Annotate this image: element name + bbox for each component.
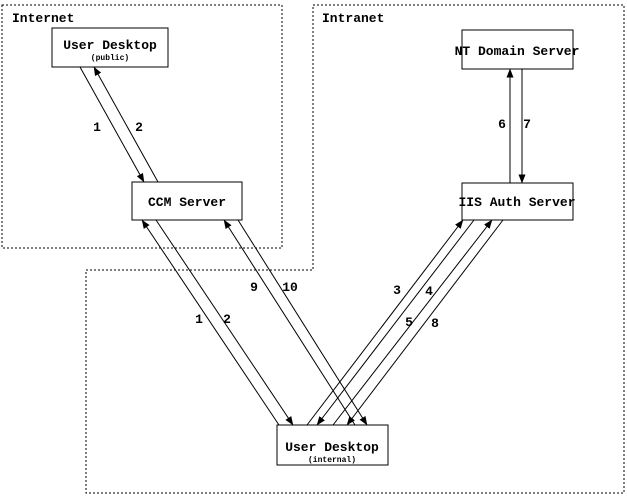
- internet-zone-label: Internet: [12, 11, 74, 26]
- edge-line: [141, 219, 280, 426]
- edge-label: 3: [393, 283, 401, 298]
- edge-4-iis-to-internal: 4: [316, 219, 475, 426]
- node-user-desktop-public: User Desktop (public): [51, 27, 169, 68]
- ccm-server-label: CCM Server: [148, 195, 226, 210]
- edge-line: [155, 219, 294, 426]
- edge-line: [346, 219, 504, 426]
- edge-line: [237, 219, 368, 426]
- edge-9-internal-to-ccm: 9: [223, 219, 356, 426]
- edge-label: 1: [195, 312, 203, 327]
- edge-line: [93, 66, 159, 183]
- user-desktop-public-label: User Desktop: [63, 38, 157, 53]
- edge-label: 2: [135, 120, 143, 135]
- ccm-server-box: [131, 181, 243, 221]
- edge-2-ccm-to-internal: 2: [155, 219, 294, 426]
- edges: 1 2 1 2 9 10 3 4: [79, 66, 531, 426]
- user-desktop-public-box: [51, 27, 169, 68]
- user-desktop-public-sublabel: (public): [91, 54, 129, 63]
- edge-label: 8: [431, 316, 439, 331]
- edge-2-ccm-to-public: 2: [93, 66, 159, 183]
- edge-label: 2: [223, 312, 231, 327]
- iis-auth-server-label: IIS Auth Server: [458, 195, 575, 210]
- node-nt-domain-server: NT Domain Server: [455, 29, 580, 70]
- edge-3-internal-to-iis: 3: [306, 219, 464, 426]
- edge-line: [79, 66, 145, 183]
- intranet-zone-outline: [85, 4, 625, 494]
- edge-label: 9: [250, 280, 258, 295]
- edge-label: 5: [405, 315, 413, 330]
- intranet-zone-label: Intranet: [322, 11, 384, 26]
- edge-line: [306, 219, 464, 426]
- edge-7-nt-to-iis: 7: [518, 69, 531, 184]
- edge-line: [316, 219, 475, 426]
- user-desktop-internal-label: User Desktop: [285, 440, 379, 455]
- edge-label: 7: [523, 117, 531, 132]
- edge-line: [332, 219, 493, 426]
- edge-1-public-to-ccm: 1: [79, 66, 145, 183]
- edge-label: 10: [282, 280, 298, 295]
- intranet-zone: Intranet: [85, 4, 625, 494]
- edge-label: 4: [425, 284, 433, 299]
- user-desktop-internal-box: [276, 424, 389, 466]
- edge-8-iis-to-internal: 8: [346, 219, 504, 426]
- edge-1-internal-to-ccm: 1: [141, 219, 280, 426]
- node-user-desktop-internal: User Desktop (internal): [276, 424, 389, 466]
- user-desktop-internal-sublabel: (internal): [308, 456, 356, 465]
- nt-domain-server-label: NT Domain Server: [455, 44, 580, 59]
- node-iis-auth-server: IIS Auth Server: [458, 182, 576, 221]
- edge-10-ccm-to-internal: 10: [237, 219, 368, 426]
- edge-line: [223, 219, 356, 426]
- internet-zone: Internet: [1, 4, 283, 249]
- edge-label: 6: [498, 117, 506, 132]
- nt-domain-server-box: [461, 29, 574, 70]
- edge-6-iis-to-nt: 6: [498, 68, 514, 183]
- iis-auth-server-box: [461, 182, 574, 221]
- internet-zone-outline: [1, 4, 283, 249]
- edge-5-internal-to-iis: 5: [332, 219, 493, 426]
- node-ccm-server: CCM Server: [131, 181, 243, 221]
- edge-label: 1: [93, 120, 101, 135]
